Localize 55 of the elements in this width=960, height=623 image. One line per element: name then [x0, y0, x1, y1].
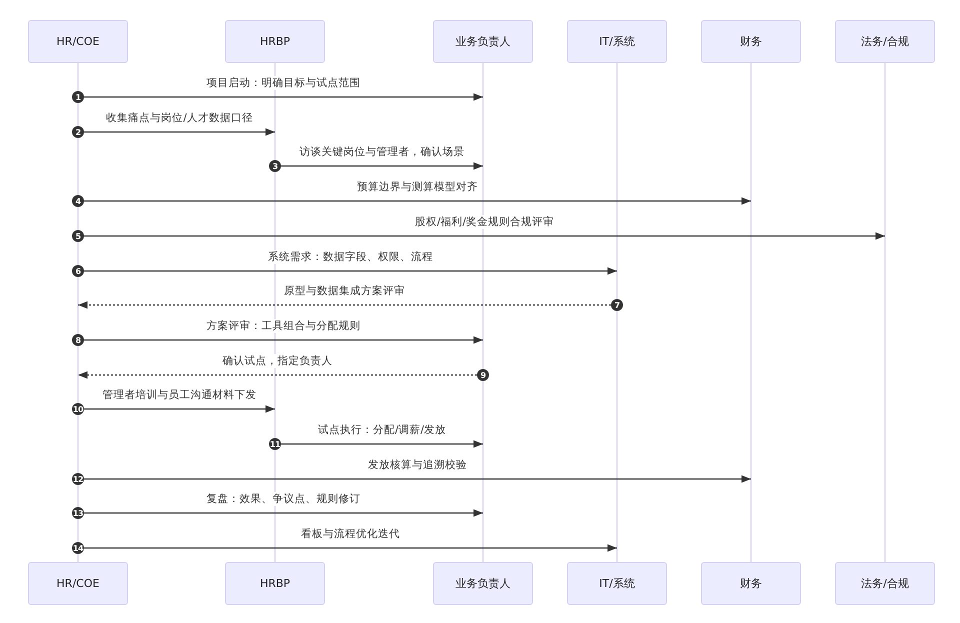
message-arrow: [78, 301, 611, 309]
edge-label: 原型与数据集成方案评审: [282, 284, 407, 298]
edge-label: 确认试点，指定负责人: [220, 354, 334, 368]
step-number: 12: [72, 473, 84, 485]
lifeline: [750, 62, 752, 562]
message-arrow: [281, 440, 483, 448]
edge-label: 预算边界与测算模型对齐: [355, 180, 480, 194]
message-arrow: [84, 232, 885, 240]
participant-box: 业务负责人: [433, 562, 533, 605]
step-number: 4: [72, 195, 84, 207]
participant-box: IT/系统: [567, 562, 667, 605]
step-number: 6: [72, 265, 84, 277]
step-number: 11: [269, 438, 281, 450]
lifeline: [616, 62, 618, 562]
participant-box: HRBP: [225, 20, 325, 63]
message-arrow: [84, 267, 617, 275]
edge-label: 访谈关键岗位与管理者，确认场景: [298, 145, 466, 159]
edge-label: 方案评审：工具组合与分配规则: [204, 319, 362, 333]
step-number: 7: [611, 299, 623, 311]
message-arrow: [84, 93, 483, 101]
participant-box: 财务: [701, 562, 801, 605]
message-arrow: [78, 371, 477, 379]
step-number: 14: [72, 542, 84, 554]
step-number: 3: [269, 160, 281, 172]
message-arrow: [84, 509, 483, 517]
edge-label: 复盘：效果、争议点、规则修订: [204, 492, 362, 506]
participant-box: IT/系统: [567, 20, 667, 63]
step-number: 1: [72, 91, 84, 103]
participant-box: HR/COE: [28, 20, 128, 63]
participant-box: 财务: [701, 20, 801, 63]
participant-box: 法务/合规: [835, 20, 935, 63]
step-number: 2: [72, 126, 84, 138]
message-arrow: [84, 128, 275, 136]
participant-box: HR/COE: [28, 562, 128, 605]
participant-box: 法务/合规: [835, 562, 935, 605]
edge-label: 系统需求：数据字段、权限、流程: [266, 250, 435, 264]
message-arrow: [281, 162, 483, 170]
step-number: 5: [72, 230, 84, 242]
message-arrow: [84, 197, 751, 205]
edge-label: 发放核算与追溯校验: [366, 458, 469, 472]
edge-label: 管理者培训与员工沟通材料下发: [100, 388, 258, 402]
participant-box: HRBP: [225, 562, 325, 605]
edge-label: 试点执行：分配/调薪/发放: [316, 423, 448, 437]
message-arrow: [84, 405, 275, 413]
step-number: 13: [72, 507, 84, 519]
step-number: 10: [72, 403, 84, 415]
lifeline: [884, 62, 886, 562]
message-arrow: [84, 475, 751, 483]
step-number: 9: [477, 369, 489, 381]
edge-label: 看板与流程优化迭代: [299, 527, 402, 541]
edge-label: 收集痛点与岗位/人才数据口径: [104, 111, 255, 125]
message-arrow: [84, 336, 483, 344]
participant-box: 业务负责人: [433, 20, 533, 63]
step-number: 8: [72, 334, 84, 346]
lifeline: [482, 62, 484, 562]
